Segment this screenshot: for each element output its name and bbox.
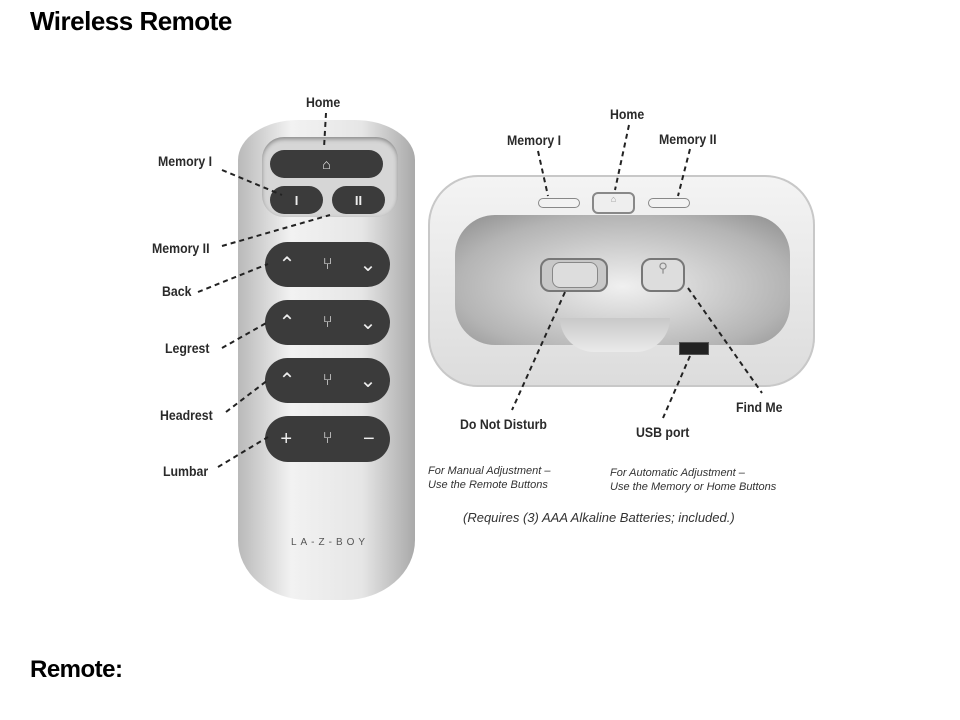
label-home: Home xyxy=(306,94,341,110)
up-arrow-icon: ⌃ xyxy=(278,370,296,392)
dock-label-memory-2: Memory II xyxy=(659,131,717,147)
memory-2-glyph: II xyxy=(354,192,363,208)
label-memory-1: Memory I xyxy=(158,153,213,169)
home-icon: ⌂ xyxy=(610,194,617,204)
dock-label-find-me: Find Me xyxy=(736,399,783,415)
label-headrest: Headrest xyxy=(160,407,213,423)
home-icon: ⌂ xyxy=(322,156,331,172)
page-title: Wireless Remote xyxy=(30,6,232,36)
plus-icon: + xyxy=(280,427,293,450)
label-back: Back xyxy=(162,283,192,299)
label-legrest: Legrest xyxy=(165,340,210,356)
home-button[interactable]: ⌂ xyxy=(270,150,383,178)
down-arrow-icon: ⌄ xyxy=(359,370,377,392)
dock-label-memory-1: Memory I xyxy=(507,132,562,148)
find-me-button[interactable]: ⚲ xyxy=(641,258,685,292)
battery-note: (Requires (3) AAA Alkaline Batteries; in… xyxy=(463,510,735,525)
up-arrow-icon: ⌃ xyxy=(278,254,296,276)
recliner-headrest-icon: ⑂ xyxy=(322,371,333,389)
section-heading-remote: Remote: xyxy=(30,656,123,683)
dock-label-usb-port: USB port xyxy=(636,424,690,440)
down-arrow-icon: ⌄ xyxy=(359,254,377,276)
recliner-legrest-icon: ⑂ xyxy=(322,313,333,331)
back-button[interactable]: ⌃ ⑂ ⌄ xyxy=(265,242,390,287)
recliner-lumbar-icon: ⑂ xyxy=(322,430,333,447)
manual-adjustment-note: For Manual Adjustment – Use the Remote Bu… xyxy=(428,464,550,492)
memory-2-button[interactable]: II xyxy=(332,186,385,214)
memory-1-glyph: I xyxy=(294,192,299,208)
dock-bump xyxy=(560,318,670,352)
do-not-disturb-switch[interactable] xyxy=(540,258,608,292)
brand-logo: LA-Z-BOY xyxy=(290,537,370,548)
label-memory-2: Memory II xyxy=(152,240,210,256)
dock-memory-1-button[interactable] xyxy=(538,198,580,208)
headrest-button[interactable]: ⌃ ⑂ ⌄ xyxy=(265,358,390,403)
dock-label-do-not-disturb: Do Not Disturb xyxy=(460,416,547,432)
usb-port xyxy=(679,342,709,355)
search-icon: ⚲ xyxy=(658,260,668,275)
minus-icon: − xyxy=(362,427,375,450)
lumbar-button[interactable]: + ⑂ − xyxy=(265,416,390,462)
dock-memory-2-button[interactable] xyxy=(648,198,690,208)
note-line: Use the Memory or Home Buttons xyxy=(610,481,777,493)
memory-1-button[interactable]: I xyxy=(270,186,323,214)
note-line: For Manual Adjustment – xyxy=(428,465,551,477)
dock-home-button[interactable]: ⌂ xyxy=(592,192,635,214)
up-arrow-icon: ⌃ xyxy=(278,312,296,334)
note-line: For Automatic Adjustment – xyxy=(610,467,745,479)
label-lumbar: Lumbar xyxy=(163,463,209,479)
note-line: Use the Remote Buttons xyxy=(428,479,548,491)
recliner-back-icon: ⑂ xyxy=(322,255,333,273)
legrest-button[interactable]: ⌃ ⑂ ⌄ xyxy=(265,300,390,345)
switch-knob xyxy=(552,262,598,288)
down-arrow-icon: ⌄ xyxy=(359,312,377,334)
dock-label-home: Home xyxy=(610,106,645,122)
automatic-adjustment-note: For Automatic Adjustment – Use the Memory… xyxy=(610,466,776,494)
